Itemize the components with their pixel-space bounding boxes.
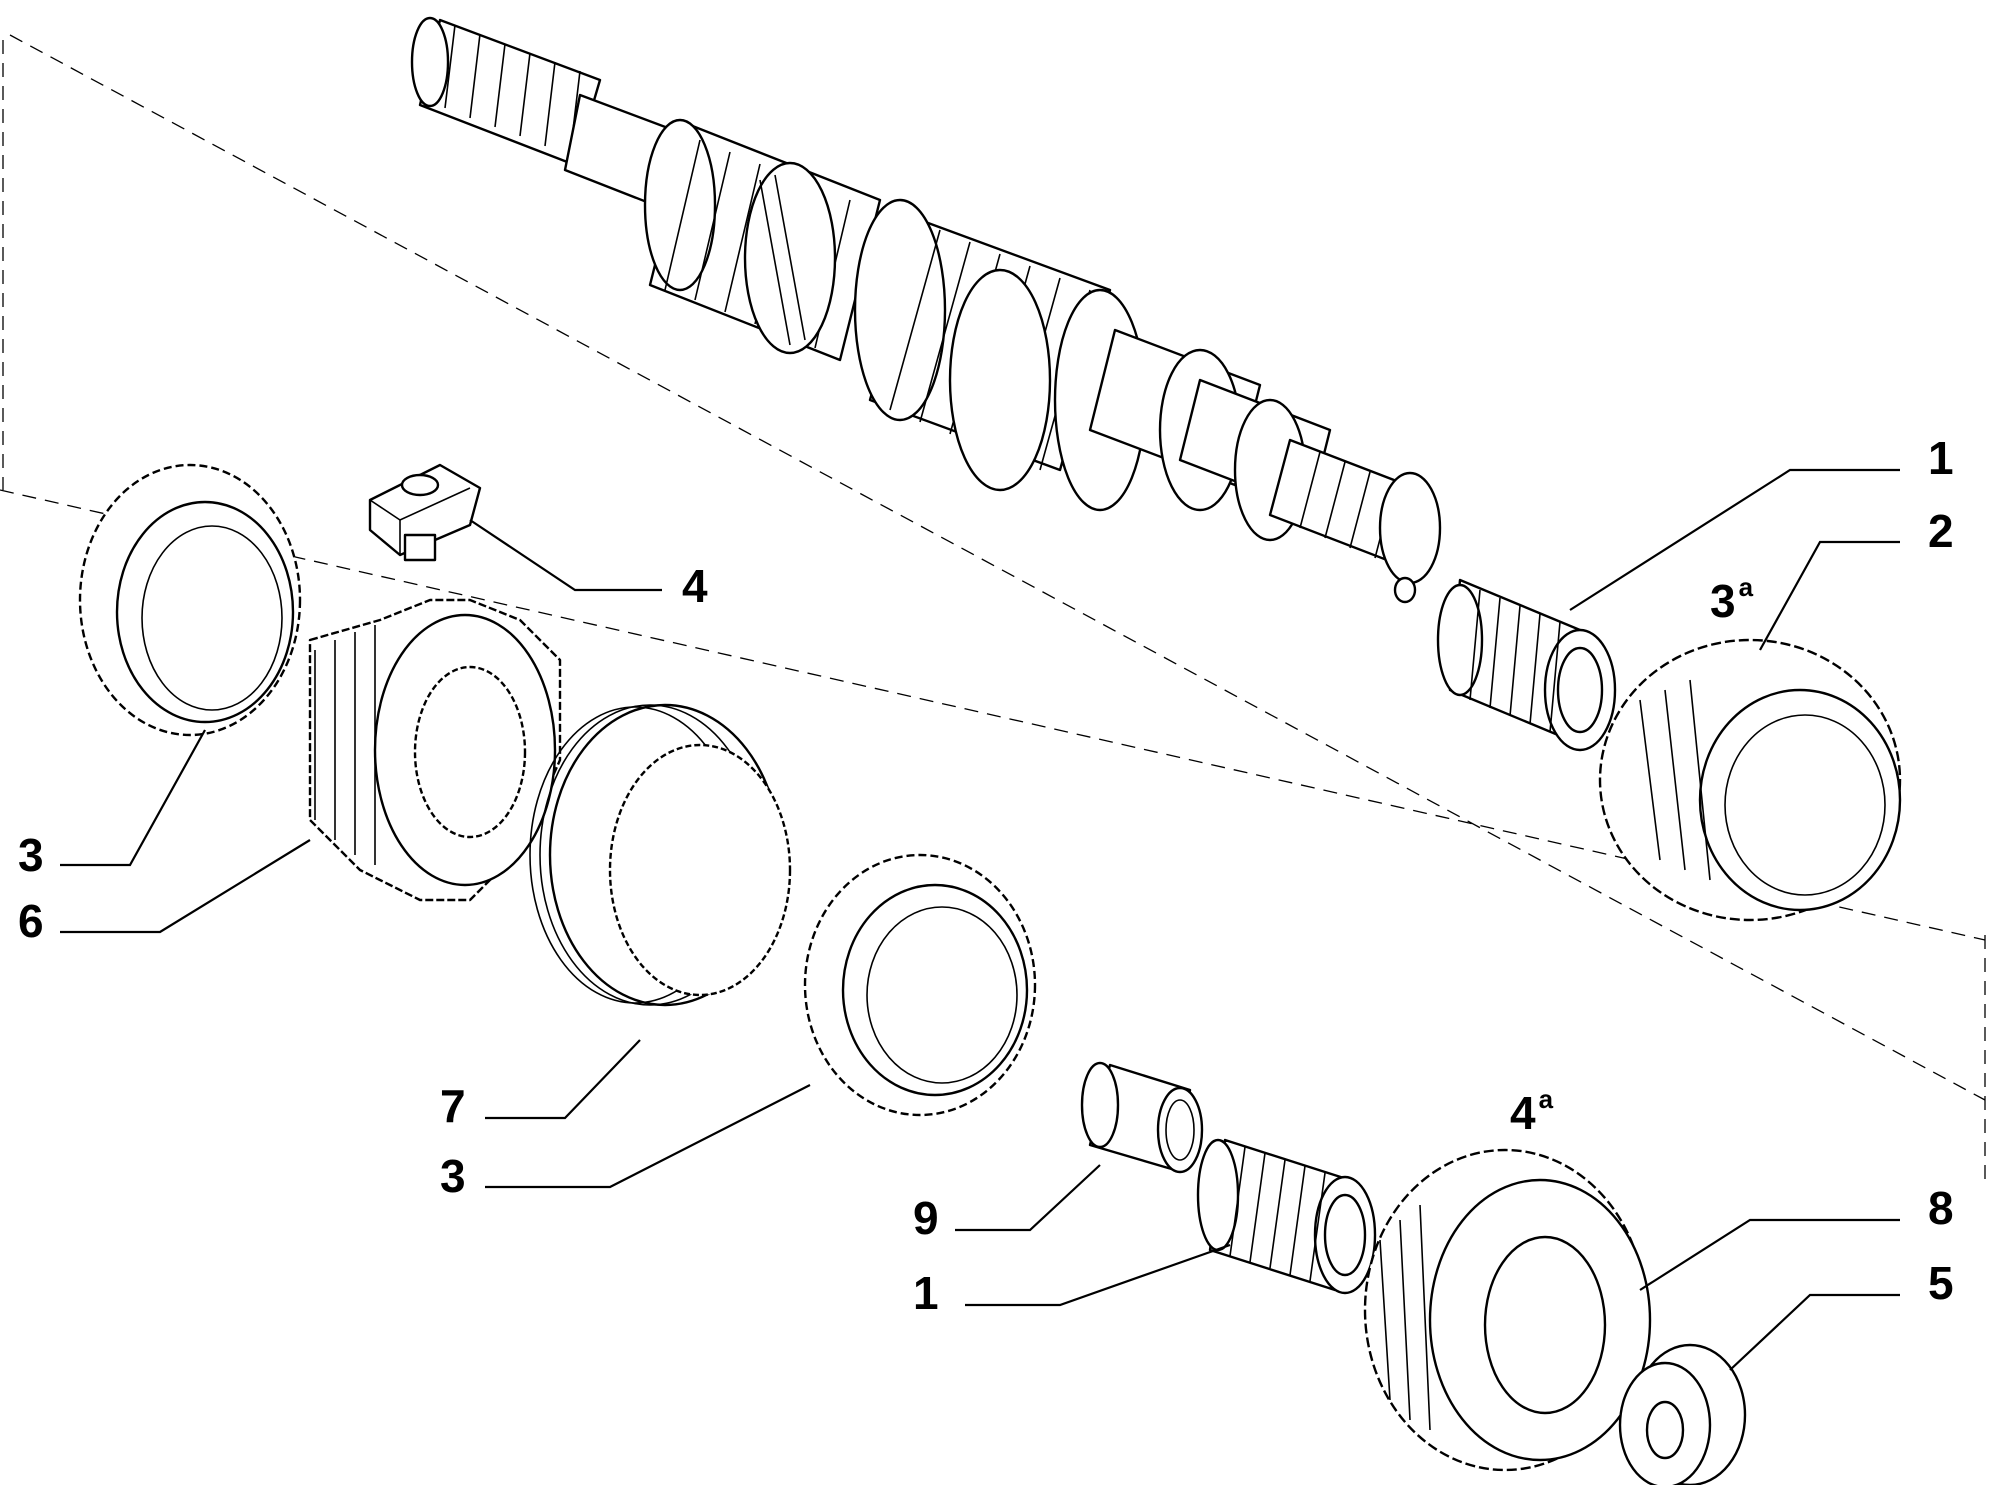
callout-4: 4 <box>682 560 708 612</box>
gear-3a <box>1598 638 1902 922</box>
callout-1-upper: 1 <box>1928 432 1954 484</box>
callout-9: 9 <box>913 1192 939 1244</box>
callout-7: 7 <box>440 1080 466 1132</box>
callout-6: 6 <box>18 895 44 947</box>
callout-3a-number: 3 <box>1710 575 1736 627</box>
callout-3-left: 3 <box>18 829 44 881</box>
callout-1-lower: 1 <box>913 1267 939 1319</box>
axis-lines <box>0 34 1986 1180</box>
callout-3-mid: 3 <box>440 1150 466 1202</box>
washer <box>1618 1343 1747 1485</box>
callout-4a-superscript: a <box>1538 1084 1554 1114</box>
callout-3a-superscript: a <box>1738 572 1754 602</box>
key-block <box>368 463 482 562</box>
callout-4a-number: 4 <box>1510 1087 1536 1139</box>
needle-bearing-lower <box>1196 1138 1377 1295</box>
bushing <box>1080 1061 1204 1174</box>
needle-bearing-upper <box>1436 578 1617 752</box>
synchro-hub <box>308 598 562 902</box>
callout-5: 5 <box>1928 1257 1954 1309</box>
callout-8: 8 <box>1928 1182 1954 1234</box>
main-shaft <box>410 16 1442 604</box>
leader-lines <box>60 468 1900 1371</box>
synchro-ring-left <box>78 463 302 737</box>
callout-2: 2 <box>1928 505 1954 557</box>
synchro-ring-mid <box>803 853 1037 1117</box>
synchro-sleeve <box>529 703 792 1007</box>
gear-4a <box>1363 1148 1652 1472</box>
